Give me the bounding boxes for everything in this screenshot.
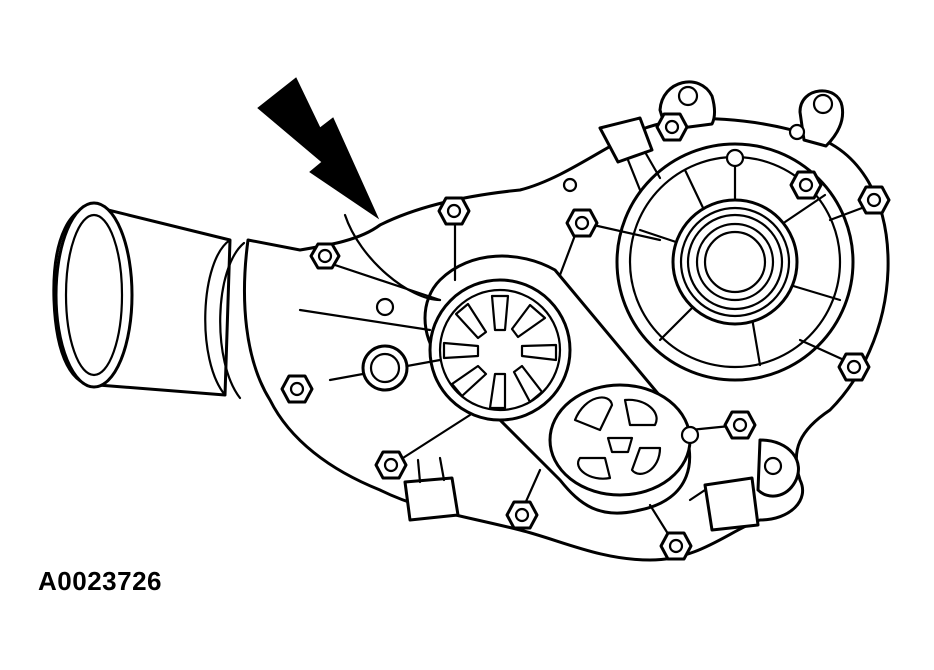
bolt <box>374 450 408 480</box>
housing-bosses <box>361 123 806 445</box>
bolt <box>280 374 314 404</box>
figure-id-label: A0023726 <box>38 566 162 596</box>
bolt <box>837 352 871 382</box>
bolt <box>659 531 693 561</box>
bolt <box>309 242 341 270</box>
pulley-flange <box>615 142 855 382</box>
bolt <box>723 410 757 440</box>
bolt <box>565 208 599 238</box>
cover-plate <box>423 254 692 515</box>
pointer-arrow-icon <box>257 77 380 220</box>
bolt <box>505 500 539 530</box>
bolt <box>857 185 891 215</box>
inlet-tube <box>52 201 246 400</box>
bolt <box>437 196 471 226</box>
bolt <box>655 112 689 142</box>
rosette-windows <box>442 294 558 410</box>
lower-rosette-windows <box>573 396 662 480</box>
hex-bolts <box>280 112 891 561</box>
mounting-tabs <box>403 116 760 532</box>
bolt <box>789 170 823 200</box>
